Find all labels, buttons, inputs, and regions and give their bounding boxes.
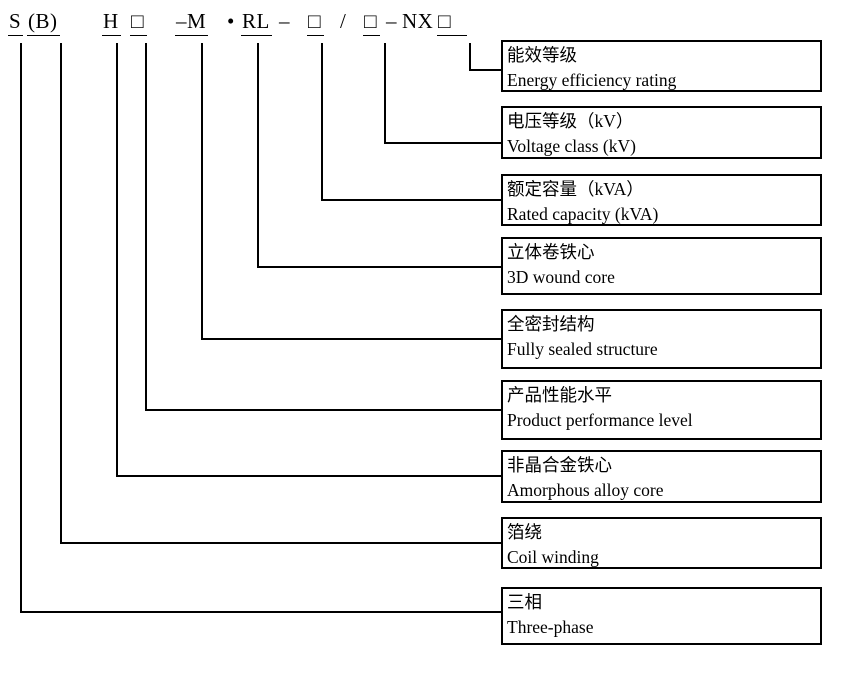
legend-box-label-cn: 非晶合金铁心 — [507, 455, 612, 475]
legend-box-label-cn: 额定容量（kVA） — [507, 179, 644, 199]
legend-box: 三相 Three-phase — [501, 587, 822, 645]
legend-box-label-en: Coil winding — [507, 547, 599, 567]
legend-box-label-en: Rated capacity (kVA) — [507, 204, 659, 224]
legend-box-label-en: Fully sealed structure — [507, 339, 658, 359]
legend-box-label-cn: 全密封结构 — [507, 314, 595, 334]
legend-box-label-cn: 立体卷铁心 — [507, 242, 595, 262]
legend-box-label-en: Voltage class (kV) — [507, 136, 636, 156]
code-segment: □ — [130, 10, 148, 36]
code-segment: □ — [307, 10, 325, 36]
legend-box: 全密封结构 Fully sealed structure — [501, 309, 822, 369]
legend-box: 电压等级（kV） Voltage class (kV) — [501, 106, 822, 159]
legend-box: 产品性能水平 Product performance level — [501, 380, 822, 440]
legend-box-label-cn: 能效等级 — [507, 45, 577, 65]
legend-box: 能效等级 Energy efficiency rating — [501, 40, 822, 92]
connector-line — [20, 43, 501, 613]
connector-line — [384, 43, 501, 144]
legend-box-label-en: Energy efficiency rating — [507, 70, 677, 90]
code-segment: / — [340, 9, 347, 33]
legend-box-label-cn: 三相 — [507, 592, 542, 612]
code-segment: –M — [175, 10, 209, 36]
connector-line — [257, 43, 501, 268]
code-segment: S — [8, 10, 24, 36]
code-segment: (B) — [27, 10, 60, 36]
connector-line — [145, 43, 501, 411]
code-segment: NX — [402, 9, 434, 33]
connector-line — [60, 43, 501, 544]
code-segment: □ — [437, 10, 468, 36]
code-segment: – — [279, 9, 290, 33]
code-segment: RL — [241, 10, 272, 36]
connector-line — [116, 43, 501, 477]
code-segment: H — [102, 10, 121, 36]
legend-box-label-en: Product performance level — [507, 410, 693, 430]
legend-box-label-en: 3D wound core — [507, 267, 615, 287]
legend-box: 立体卷铁心 3D wound core — [501, 237, 822, 295]
code-segment: • — [227, 9, 235, 33]
legend-box: 额定容量（kVA） Rated capacity (kVA) — [501, 174, 822, 226]
code-segment: – — [386, 9, 397, 33]
legend-box: 箔绕 Coil winding — [501, 517, 822, 569]
legend-box-label-en: Amorphous alloy core — [507, 480, 664, 500]
legend-box-label-cn: 电压等级（kV） — [507, 111, 634, 131]
connector-line — [201, 43, 501, 340]
legend-box: 非晶合金铁心 Amorphous alloy core — [501, 450, 822, 503]
legend-box-label-en: Three-phase — [507, 617, 594, 637]
code-segment: □ — [363, 10, 381, 36]
connector-line — [469, 43, 501, 71]
connector-line — [321, 43, 501, 201]
legend-box-label-cn: 产品性能水平 — [507, 385, 612, 405]
legend-box-label-cn: 箔绕 — [507, 522, 542, 542]
